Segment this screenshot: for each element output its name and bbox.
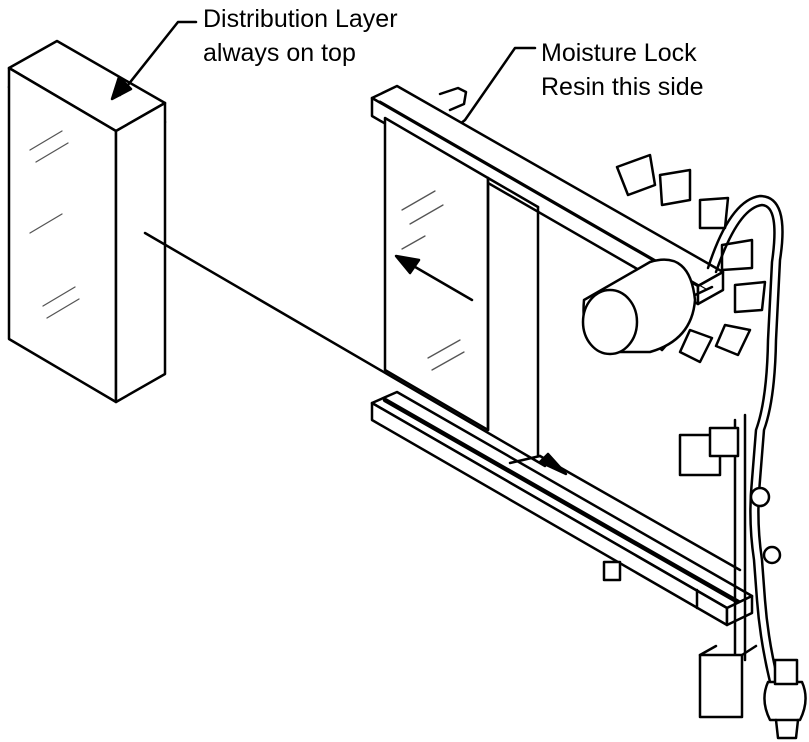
callout-distribution-line2: always on top bbox=[203, 39, 356, 67]
airflow-arrowhead bbox=[394, 254, 421, 275]
trough-front bbox=[370, 401, 729, 627]
callout-moisture-lock: Moisture Lock Resin this side bbox=[541, 36, 704, 104]
callout-leader-distribution bbox=[110, 20, 198, 101]
callout-distribution-line1: Distribution Layer bbox=[203, 5, 398, 33]
motor bbox=[581, 258, 714, 356]
control-stand bbox=[678, 413, 782, 719]
top-bracket bbox=[438, 86, 468, 112]
callout-moisture-line1: Moisture Lock bbox=[541, 39, 697, 67]
drain-fitting bbox=[602, 560, 622, 582]
valve-knob bbox=[749, 486, 771, 508]
filter-frame bbox=[370, 84, 754, 627]
callout-distribution-layer: Distribution Layer always on top bbox=[203, 2, 398, 70]
install-direction-line bbox=[143, 231, 568, 476]
motor-end-cap bbox=[581, 288, 639, 356]
control-box bbox=[698, 653, 744, 719]
callout-moisture-line2: Resin this side bbox=[541, 73, 704, 101]
filter-pad-hatch bbox=[29, 130, 80, 319]
airflow-arrow-line bbox=[408, 262, 474, 302]
supply-hose bbox=[706, 194, 784, 684]
pump bbox=[763, 658, 807, 740]
filter-pad-side bbox=[114, 101, 167, 404]
filter-pad bbox=[7, 39, 167, 404]
